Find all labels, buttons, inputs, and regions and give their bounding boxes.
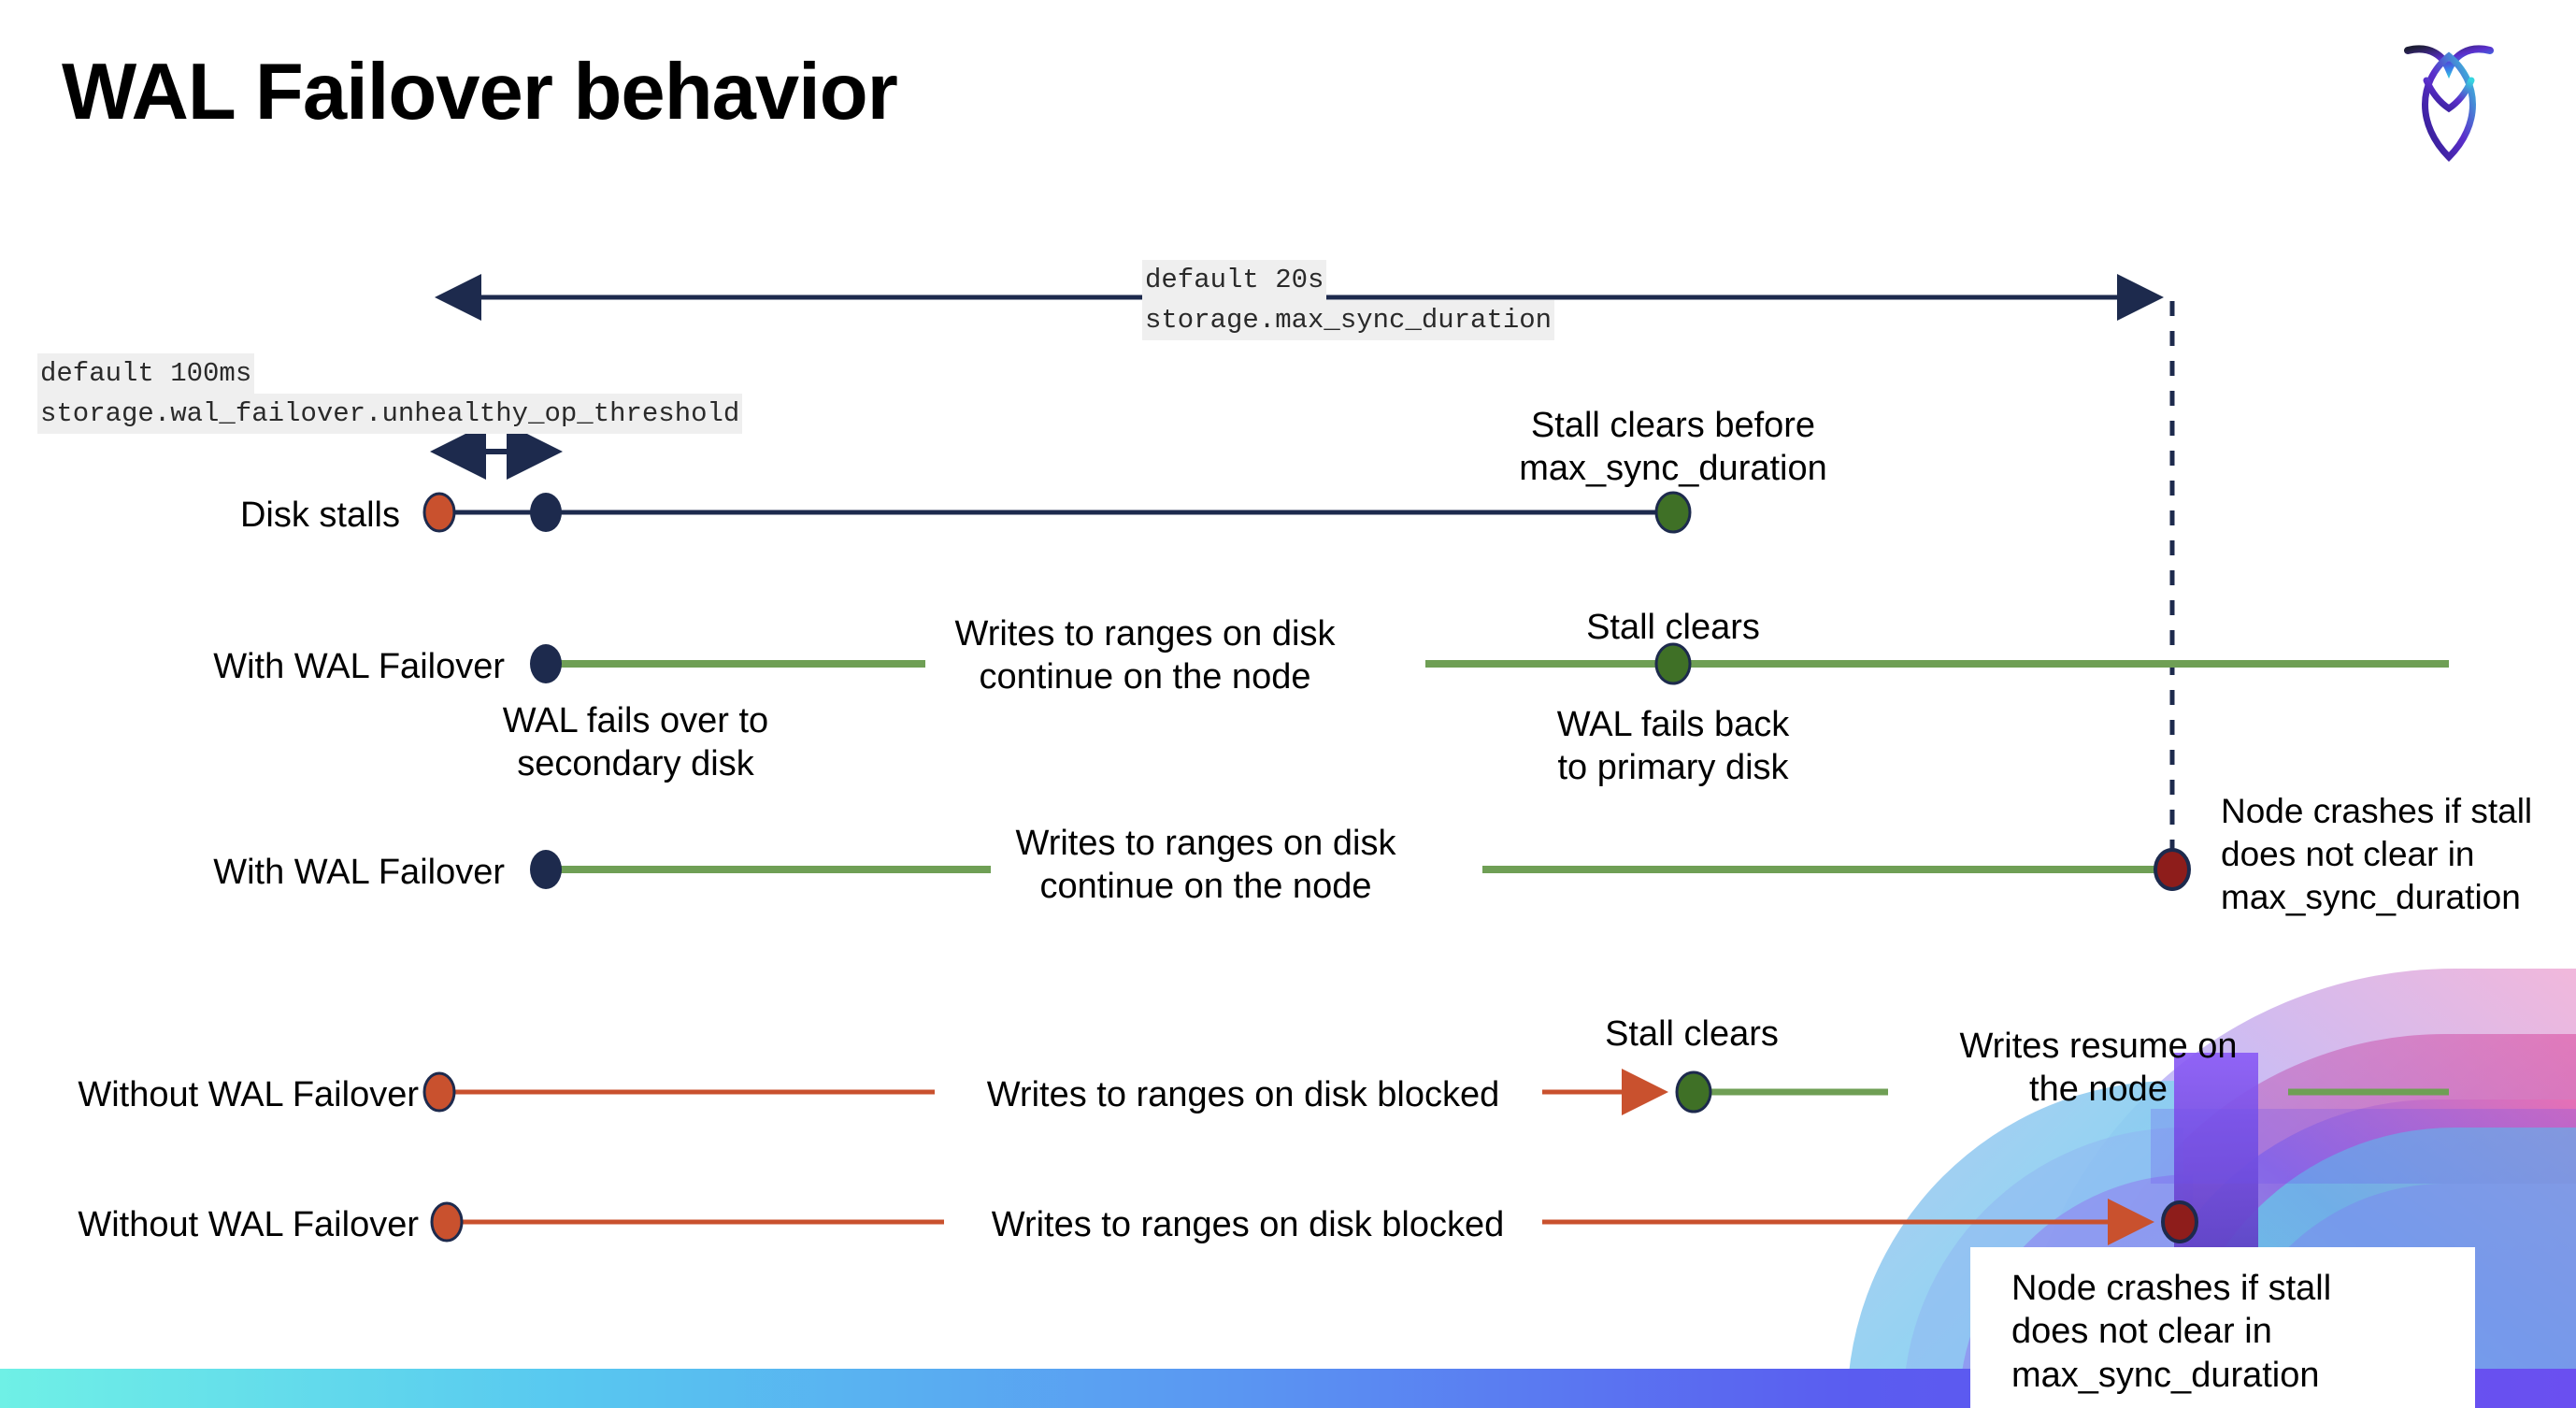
marker-stall-clear [1654, 642, 1692, 685]
cockroach-labs-logo-icon [2404, 45, 2494, 162]
marker-failover [530, 850, 562, 889]
note-stall-clears-1: Stall clears [1586, 608, 1760, 647]
row-label-disk-stalls: Disk stalls [239, 496, 400, 535]
marker-stall-start [430, 1201, 464, 1243]
row-without-wal-failover-clears-track [422, 1069, 2449, 1115]
unhealthy-default-label: default 100ms [37, 353, 255, 395]
unhealthy-setting-label: storage.wal_failover.unhealthy_op_thresh… [37, 394, 743, 435]
row-label-without-wal-failover-crash: Without WAL Failover [78, 1205, 419, 1244]
note-writes-blocked-2: Writes to ranges on disk blocked [991, 1205, 1505, 1244]
row-label-with-wal-failover-clears: With WAL Failover [213, 647, 505, 686]
marker-failover [530, 644, 562, 683]
marker-node-crash [2154, 848, 2191, 891]
marker-stall-clear [1675, 1070, 1712, 1113]
row-without-wal-failover-crash-track [430, 1199, 2198, 1245]
note-node-crashes-1: Node crashes if stall does not clear in … [2221, 792, 2533, 916]
bottom-callout-mask [1970, 1247, 2475, 1408]
note-wal-fails-over-to-secondary: WAL fails over to secondary disk [502, 701, 769, 784]
max-sync-default-label: default 20s [1142, 260, 1327, 301]
marker-failover [530, 493, 562, 532]
page-title: WAL Failover behavior [62, 48, 898, 136]
note-wal-fails-back-to-primary: WAL fails back to primary disk [1556, 705, 1790, 788]
max-sync-duration-annotation: default 20s storage.max_sync_duration [1142, 260, 1555, 341]
note-writes-continue-on-node-2: Writes to ranges on disk continue on the… [1015, 824, 1396, 907]
marker-stall-start [422, 492, 456, 533]
marker-stall-clear [1654, 491, 1692, 534]
note-stall-clears-2: Stall clears [1605, 1014, 1779, 1054]
note-node-crashes-2: Node crashes if stall does not clear in … [2011, 1269, 2332, 1395]
note-writes-resume-on-node: Writes resume on the node [1959, 1027, 2238, 1110]
row-label-without-wal-failover-clears: Without WAL Failover [78, 1075, 419, 1114]
max-sync-setting-label: storage.max_sync_duration [1142, 300, 1555, 341]
row-label-with-wal-failover-crash: With WAL Failover [213, 853, 505, 892]
note-writes-continue-on-node-1: Writes to ranges on disk continue on the… [954, 614, 1336, 697]
row-disk-stalls-track [422, 491, 1692, 534]
marker-stall-start [422, 1071, 456, 1113]
row-with-wal-failover-clears-track [530, 642, 2449, 685]
unhealthy-op-threshold-annotation: default 100ms storage.wal_failover.unhea… [37, 353, 743, 435]
note-stall-clears-before-max-sync: Stall clears before max_sync_duration [1519, 406, 1827, 489]
row-with-wal-failover-crash-track [530, 848, 2191, 891]
note-writes-blocked-1: Writes to ranges on disk blocked [986, 1075, 1500, 1114]
marker-node-crash [2161, 1200, 2198, 1243]
